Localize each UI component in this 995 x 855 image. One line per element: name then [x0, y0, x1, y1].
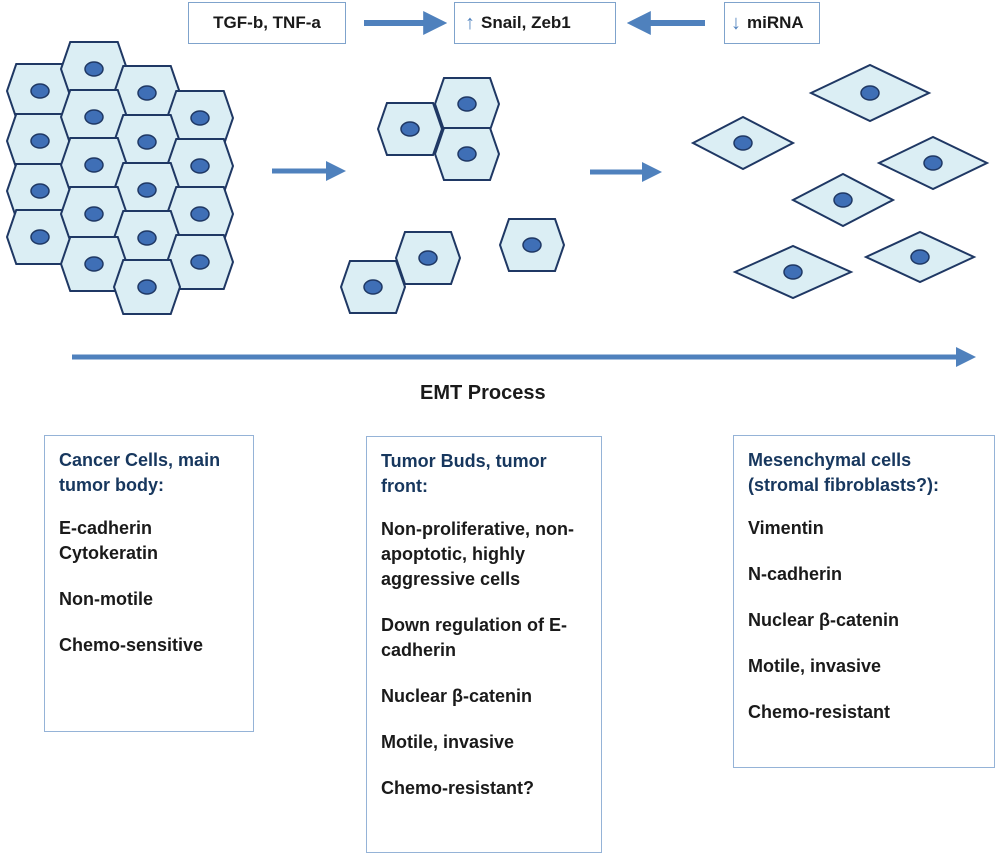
marker-item: N-cadherin — [748, 564, 843, 584]
marker-item: Non-proliferative, non-apoptotic, highly… — [381, 519, 574, 589]
marker-item: Cytokeratin — [59, 543, 159, 563]
marker-item: Non-motile — [59, 589, 153, 609]
panel-mesenchymal-title: Mesenchymal cells (stromal fibroblasts?)… — [748, 450, 940, 495]
mesenchymal-cell — [876, 135, 990, 191]
marker-item: Chemo-resistant? — [381, 778, 535, 798]
regulator-box-tgf: TGF-b, TNF-a — [188, 2, 346, 44]
panel-cancer-cells: Cancer Cells, main tumor body: E-cadheri… — [44, 435, 254, 732]
marker-item: Nuclear β-catenin — [748, 610, 900, 630]
regulator-box-mirna: ↓ miRNA — [724, 2, 820, 44]
panel-tumor-buds: Tumor Buds, tumor front: Non-proliferati… — [366, 436, 602, 853]
marker-item: Nuclear β-catenin — [381, 686, 533, 706]
epithelial-cell — [59, 137, 129, 193]
epithelial-cell-cluster — [5, 41, 235, 315]
emt-process-label: EMT Process — [420, 382, 546, 404]
regulator-box-snail: ↑ Snail, Zeb1 — [454, 2, 616, 44]
marker-item: Motile, invasive — [748, 656, 882, 676]
epithelial-cell — [112, 259, 182, 315]
tumor-bud-cell — [498, 218, 566, 272]
down-arrow-icon: ↓ — [731, 11, 741, 34]
marker-item: Motile, invasive — [381, 732, 515, 752]
panel-cancer-cells-title: Cancer Cells, main tumor body: — [59, 450, 221, 495]
panel-tumor-buds-title: Tumor Buds, tumor front: — [381, 451, 547, 496]
mesenchymal-cell — [790, 172, 896, 228]
marker-item: Chemo-sensitive — [59, 635, 204, 655]
tumor-bud-cell — [376, 102, 444, 156]
marker-item: Chemo-resistant — [748, 702, 891, 722]
epithelial-cell — [59, 41, 129, 97]
tumor-bud-cell — [394, 231, 462, 285]
regulator-snail-text: Snail, Zeb1 — [481, 13, 571, 32]
marker-item: Vimentin — [748, 518, 824, 538]
epithelial-cell — [165, 90, 235, 146]
mesenchymal-cell — [732, 244, 854, 300]
regulator-tgf-text: TGF-b, TNF-a — [213, 13, 321, 32]
epithelial-cell — [59, 186, 129, 242]
flow-arrows — [72, 10, 976, 367]
mesenchymal-cells — [690, 63, 990, 300]
marker-item: E-cadherin — [59, 518, 153, 538]
mesenchymal-cell — [690, 115, 796, 171]
up-arrow-icon: ↑ — [465, 11, 475, 34]
tumor-bud-cell — [433, 127, 501, 181]
panel-mesenchymal: Mesenchymal cells (stromal fibroblasts?)… — [733, 435, 995, 768]
regulator-mirna-text: miRNA — [747, 13, 804, 32]
mesenchymal-cell — [808, 63, 932, 123]
panel-mesenchymal-list: Vimentin N-cadherin Nuclear β-catenin Mo… — [748, 516, 980, 725]
tumor-bud-cell — [433, 77, 501, 131]
panel-tumor-buds-list: Non-proliferative, non-apoptotic, highly… — [381, 517, 587, 801]
tumor-bud-cell — [339, 260, 407, 314]
mesenchymal-cell — [863, 230, 977, 284]
marker-item: Down regulation of E-cadherin — [381, 615, 567, 660]
tumor-bud-cells — [339, 77, 566, 314]
panel-cancer-cells-list: E-cadherin Cytokeratin Non-motile Chemo-… — [59, 516, 239, 658]
epithelial-cell — [112, 162, 182, 218]
